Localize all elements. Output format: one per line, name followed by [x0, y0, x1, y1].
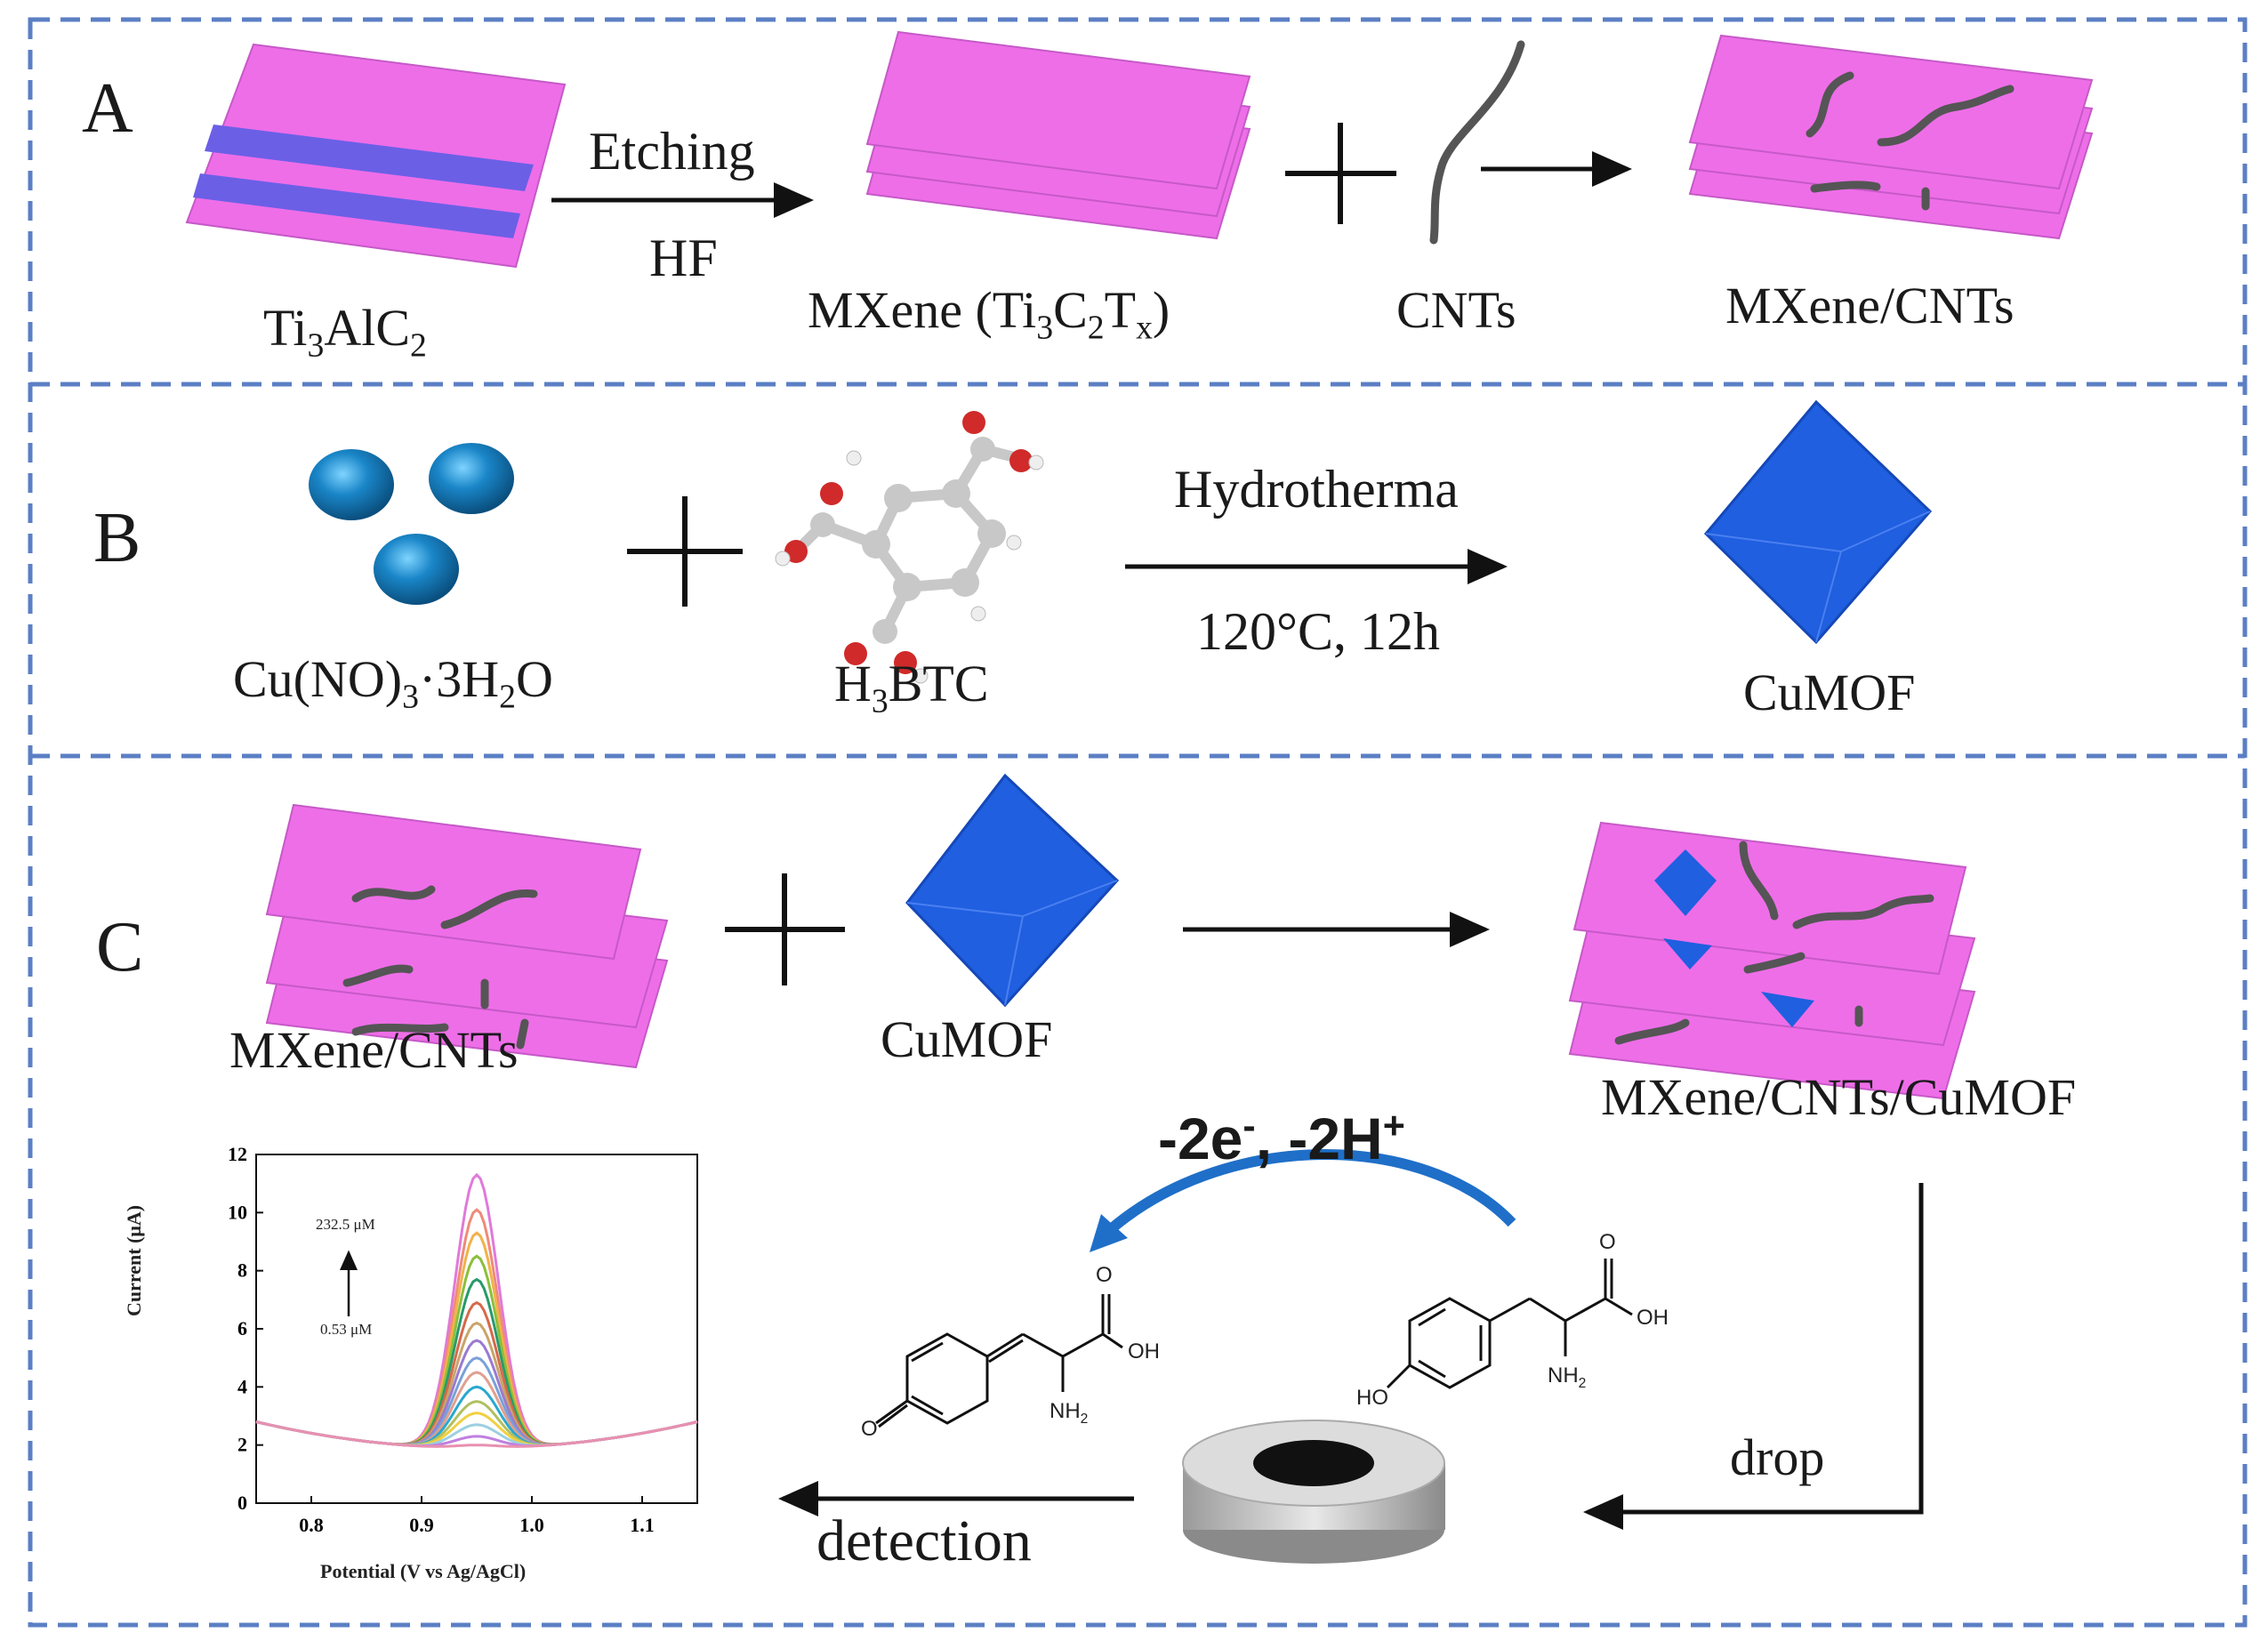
tyrosine-nh2: NH2: [1548, 1363, 1587, 1391]
y-tick-label: 10: [228, 1201, 247, 1223]
cumof-octahedron-c: [905, 773, 1120, 1008]
drop-path: [1583, 1183, 1924, 1530]
x-tick-label: 1.0: [519, 1514, 544, 1536]
chart-annotation-bottom: 0.53 μM: [320, 1321, 373, 1338]
cnt-tube: [1429, 40, 1525, 245]
tyrosine-oh: OH: [1637, 1306, 1669, 1330]
panel-borders: [28, 17, 2248, 1628]
mxene-cnts-stack-c: [265, 803, 669, 1069]
conditions-label: 120°C, 12h: [1196, 602, 1441, 661]
oxidation-arrowhead: [1090, 1214, 1128, 1252]
ti3alc2-layers: [185, 43, 567, 269]
cumof-label-c: CuMOF: [881, 1010, 1053, 1068]
plus-sign-b: [627, 496, 743, 607]
plus-sign-c: [725, 873, 845, 985]
mxene-label: MXene (Ti3C2Tx): [808, 281, 1170, 347]
panel-c-label: C: [96, 908, 144, 986]
panel-b-label: B: [93, 499, 141, 577]
drop-label: drop: [1730, 1428, 1825, 1486]
tyrosine-molecule: [1386, 1259, 1633, 1389]
reaction-label: -2e-, -2H+: [1158, 1105, 1405, 1171]
product-o-top: O: [1096, 1263, 1113, 1287]
y-tick-label: 6: [237, 1317, 247, 1339]
product-label: MXene/CNTs/CuMOF: [1601, 1068, 2077, 1126]
cnts-label: CNTs: [1396, 281, 1516, 339]
plus-sign-a: [1285, 123, 1396, 224]
mxene-cnts-label-a: MXene/CNTs: [1725, 277, 2015, 334]
hf-label: HF: [649, 229, 718, 287]
electrode: [1182, 1420, 1445, 1564]
tyrosine-ho: HO: [1356, 1386, 1388, 1410]
cumof-label-b: CuMOF: [1743, 664, 1916, 721]
x-tick-label: 1.1: [630, 1514, 655, 1536]
chart-series-line-16: [255, 1420, 698, 1448]
chart-annotation-top: 232.5 μM: [316, 1216, 375, 1233]
x-tick-label: 0.8: [299, 1514, 324, 1536]
h3btc-label: H3BTC: [834, 655, 989, 720]
y-tick-label: 0: [237, 1492, 247, 1514]
product-molecule: [875, 1294, 1123, 1428]
y-tick-label: 4: [237, 1375, 247, 1397]
chart-curves: [255, 1172, 698, 1448]
ti3alc2-label: Ti3AlC2: [263, 299, 427, 365]
product-o-ring: O: [861, 1417, 878, 1441]
mxene-cnts-stack-a: [1688, 34, 2094, 240]
chart-ylabel: Current (μA): [123, 1204, 145, 1316]
hydrotherma-label: Hydrotherma: [1174, 460, 1459, 519]
tyrosine-o-top: O: [1599, 1230, 1616, 1254]
dpv-chart: 0.8 0.9 1.0 1.1 0 2 4 6 8 10 12: [228, 1143, 698, 1536]
y-tick-label: 8: [237, 1259, 247, 1282]
mxene-cnts-cumof-stack: [1568, 821, 1976, 1100]
panel-a-label: A: [82, 69, 133, 148]
y-tick-label: 2: [237, 1434, 247, 1456]
chart-ticks: 0.8 0.9 1.0 1.1 0 2 4 6 8 10 12: [228, 1143, 655, 1536]
detection-label: detection: [816, 1508, 1032, 1573]
oxidation-arrow: [1098, 1149, 1516, 1241]
copper-salt-spheres: [309, 443, 514, 605]
etching-label: Etching: [589, 122, 755, 181]
chart-xlabel: Potential (V vs Ag/AgCl): [320, 1560, 527, 1582]
mxene-stack: [865, 30, 1251, 240]
y-tick-label: 12: [228, 1143, 247, 1165]
copper-salt-label: Cu(NO)3·3H2O: [233, 650, 553, 716]
h3btc-molecule: [775, 411, 1044, 684]
product-nh2: NH2: [1050, 1399, 1089, 1427]
product-oh: OH: [1128, 1339, 1160, 1363]
cumof-octahedron-b: [1703, 399, 1933, 645]
x-tick-label: 0.9: [409, 1514, 434, 1536]
mxene-cnts-label-c: MXene/CNTs: [229, 1021, 519, 1079]
